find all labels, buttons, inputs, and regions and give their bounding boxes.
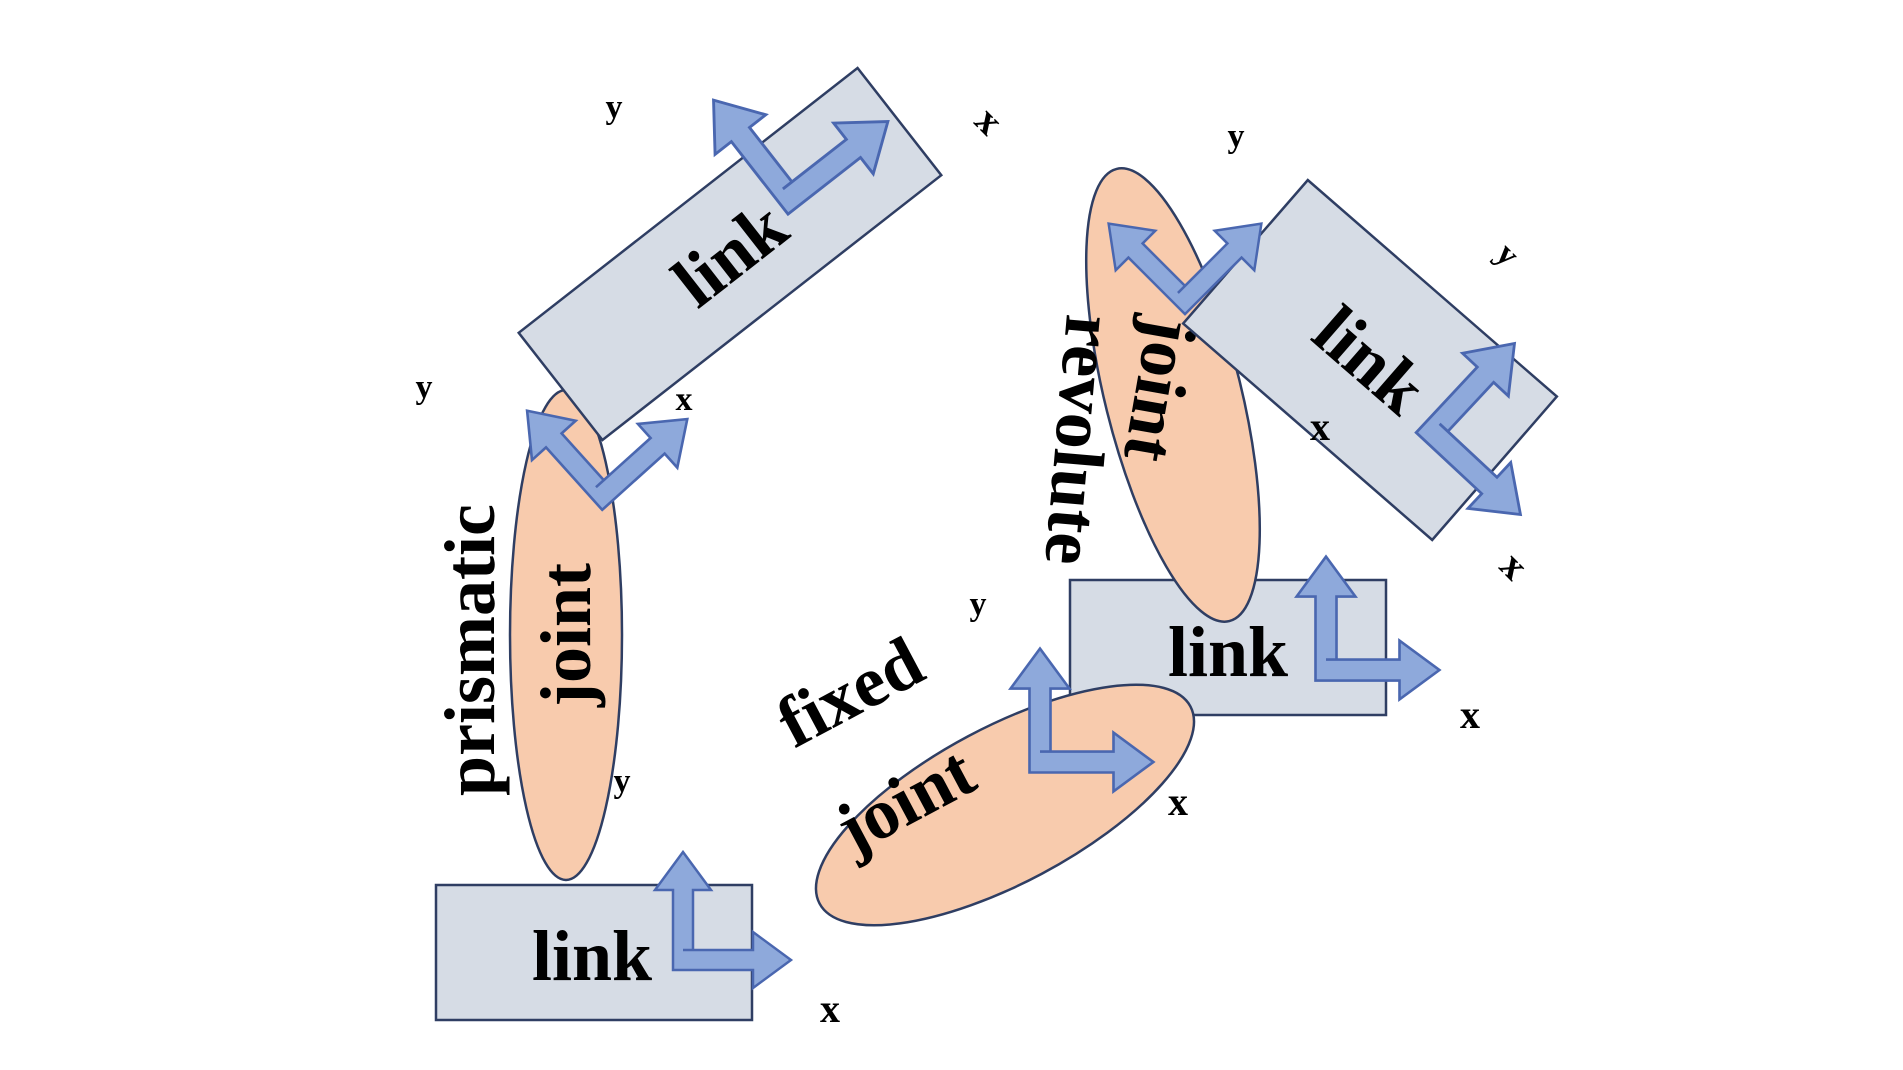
joint-label: joint — [526, 563, 606, 708]
frame-fixed-joint: x y — [970, 586, 1189, 824]
prismatic-joint-type-label: prismatic — [430, 504, 510, 796]
fixed-joint-type-label: fixed — [764, 621, 936, 763]
y-axis-label: y — [1488, 235, 1526, 273]
link-label: link — [1168, 612, 1288, 692]
frame-prismatic-top: x y — [416, 333, 709, 538]
y-axis-label: y — [606, 89, 623, 126]
y-axis-label: y — [970, 586, 987, 623]
x-axis-label: x — [676, 381, 693, 418]
joint-revolute: joint — [1084, 167, 1262, 623]
frame-center-right: x — [1295, 555, 1480, 737]
x-axis-label: x — [1460, 692, 1480, 737]
x-axis-label: x — [820, 986, 840, 1031]
link-label: link — [532, 916, 652, 996]
x-axis-label: x — [1310, 404, 1330, 449]
joint-prismatic: joint — [508, 388, 624, 882]
x-axis-label: x — [1492, 542, 1538, 588]
y-axis-label: y — [1228, 118, 1245, 155]
revolute-joint-type-label: revolute — [1029, 312, 1131, 569]
x-axis-label: x — [1168, 779, 1188, 824]
y-axis-label: y — [614, 763, 631, 800]
x-axis-label: x — [967, 97, 1013, 143]
y-axis-label: y — [416, 369, 433, 406]
frame-revolute-joint: x y — [1087, 118, 1330, 449]
frame-bottom-left: x y — [614, 763, 841, 1031]
